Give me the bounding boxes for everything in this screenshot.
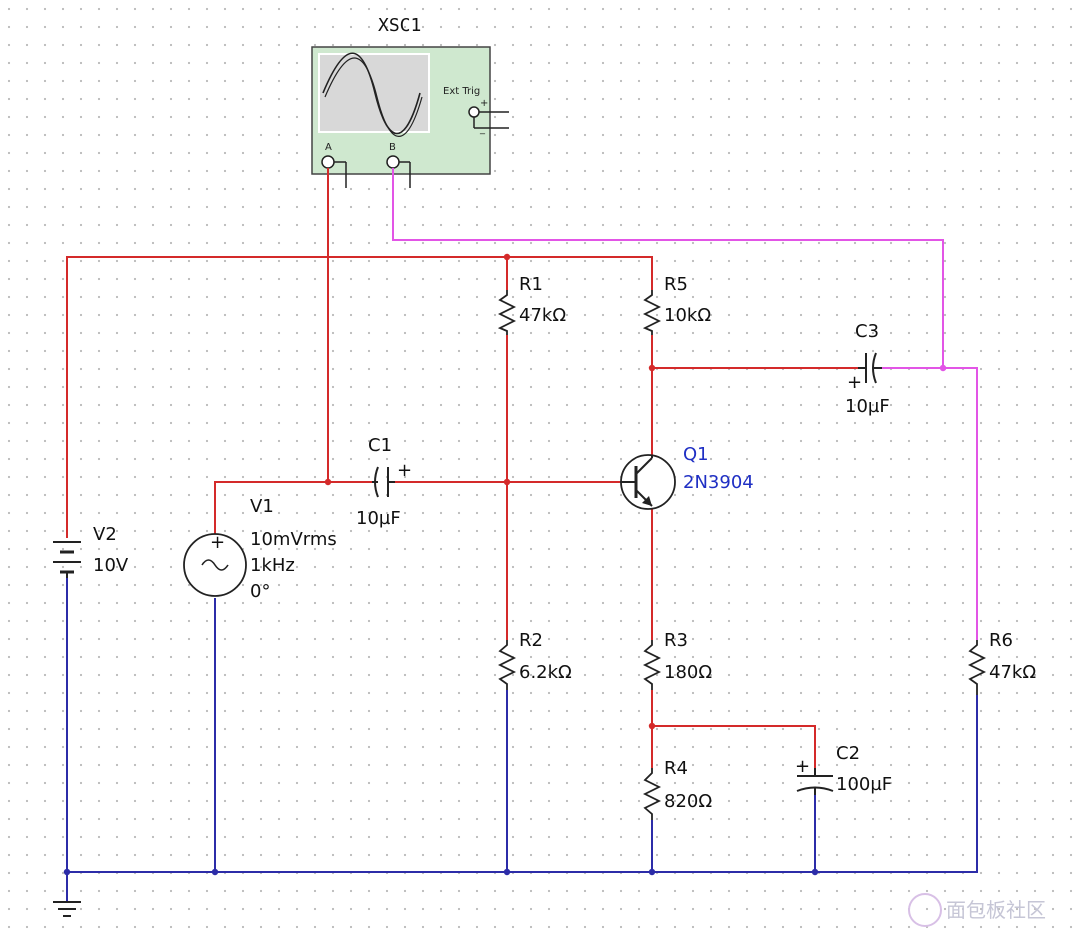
resistor-r5-icon[interactable] <box>642 290 662 335</box>
r5-value: 10kΩ <box>664 305 711 326</box>
v1-name: V1 <box>250 496 274 517</box>
ext-trig-label: Ext Trig <box>443 86 480 97</box>
resistor-r4-icon[interactable] <box>642 768 662 820</box>
resistor-r6-icon[interactable] <box>967 640 987 695</box>
wire-v1-to-c1 <box>214 481 372 535</box>
c3-name: C3 <box>855 321 879 342</box>
r1-name: R1 <box>519 274 543 295</box>
wire-c2-top <box>652 725 816 768</box>
r1-value: 47kΩ <box>519 305 566 326</box>
r3-name: R3 <box>664 630 688 651</box>
q1-name: Q1 <box>683 444 709 465</box>
junction-dot <box>648 364 656 372</box>
oscilloscope-xsc1[interactable]: XSC1 Ext Trig + _ A B <box>311 15 509 188</box>
channel-a-label: A <box>325 142 332 153</box>
c3-value: 10µF <box>845 396 890 417</box>
channel-a-terminal-icon[interactable] <box>321 155 335 169</box>
ac-source-v1-icon[interactable] <box>183 533 247 597</box>
v2-name: V2 <box>93 524 117 545</box>
r6-value: 47kΩ <box>989 662 1036 683</box>
watermark: 面包板社区 <box>908 893 1046 927</box>
wire-vcc-rail <box>66 256 653 538</box>
junction-dot <box>324 478 332 486</box>
r2-value: 6.2kΩ <box>519 662 572 683</box>
v1-plus: + <box>210 532 225 553</box>
c2-name: C2 <box>836 743 860 764</box>
r3-value: 180Ω <box>664 662 712 683</box>
c1-value: 10µF <box>356 508 401 529</box>
q1-model: 2N3904 <box>683 472 754 493</box>
v2-value: 10V <box>93 555 129 576</box>
junctions <box>63 253 947 876</box>
waveform-trace-a <box>322 52 421 135</box>
junction-dot <box>503 478 511 486</box>
junction-dot <box>811 868 819 876</box>
c1-plus: + <box>397 460 412 481</box>
c1-name: C1 <box>368 435 392 456</box>
resistor-r2-icon[interactable] <box>497 640 517 690</box>
ext-trig-terminal-icon[interactable] <box>468 106 480 118</box>
transistor-q1-icon[interactable] <box>620 454 676 510</box>
capacitor-c2-icon[interactable] <box>796 768 834 795</box>
r5-name: R5 <box>664 274 688 295</box>
channel-b-label: B <box>389 142 396 153</box>
channel-b-terminal-icon[interactable] <box>386 155 400 169</box>
watermark-text: 面包板社区 <box>946 898 1046 922</box>
oscilloscope-screen <box>318 53 430 133</box>
waveform-trace-b <box>324 57 423 137</box>
junction-dot <box>648 868 656 876</box>
c2-plus: + <box>795 756 810 777</box>
wire-c3-to-r6 <box>882 367 978 640</box>
v1-frequency: 1kHz <box>250 555 295 576</box>
junction-dot <box>939 364 947 372</box>
wire-ground-rail <box>66 578 978 873</box>
c2-value: 100µF <box>836 774 892 795</box>
r4-value: 820Ω <box>664 791 712 812</box>
oscilloscope-screen-bezel <box>318 53 430 133</box>
r6-name: R6 <box>989 630 1013 651</box>
capacitor-c1-icon[interactable] <box>372 466 395 498</box>
magenta-wires <box>392 168 978 640</box>
ground-icon <box>53 901 81 917</box>
v1-amplitude: 10mVrms <box>250 529 337 550</box>
junction-dot <box>503 253 511 261</box>
v1-phase: 0° <box>250 581 270 602</box>
junction-dot <box>503 868 511 876</box>
resistor-r3-icon[interactable] <box>642 640 662 690</box>
blue-wires <box>66 578 978 902</box>
capacitor-c3-icon[interactable] <box>858 352 882 384</box>
ext-trig-plus: + <box>480 98 488 109</box>
battery-v2-icon[interactable] <box>53 541 81 578</box>
junction-dot <box>63 868 71 876</box>
r4-name: R4 <box>664 758 688 779</box>
ext-trig-minus: _ <box>479 124 486 135</box>
watermark-logo-icon <box>908 893 942 927</box>
wire-scope-b <box>392 168 944 368</box>
junction-dot <box>648 722 656 730</box>
resistor-r1-icon[interactable] <box>497 290 517 335</box>
oscilloscope-label: XSC1 <box>378 15 421 36</box>
c3-plus: + <box>847 372 862 393</box>
junction-dot <box>211 868 219 876</box>
r2-name: R2 <box>519 630 543 651</box>
